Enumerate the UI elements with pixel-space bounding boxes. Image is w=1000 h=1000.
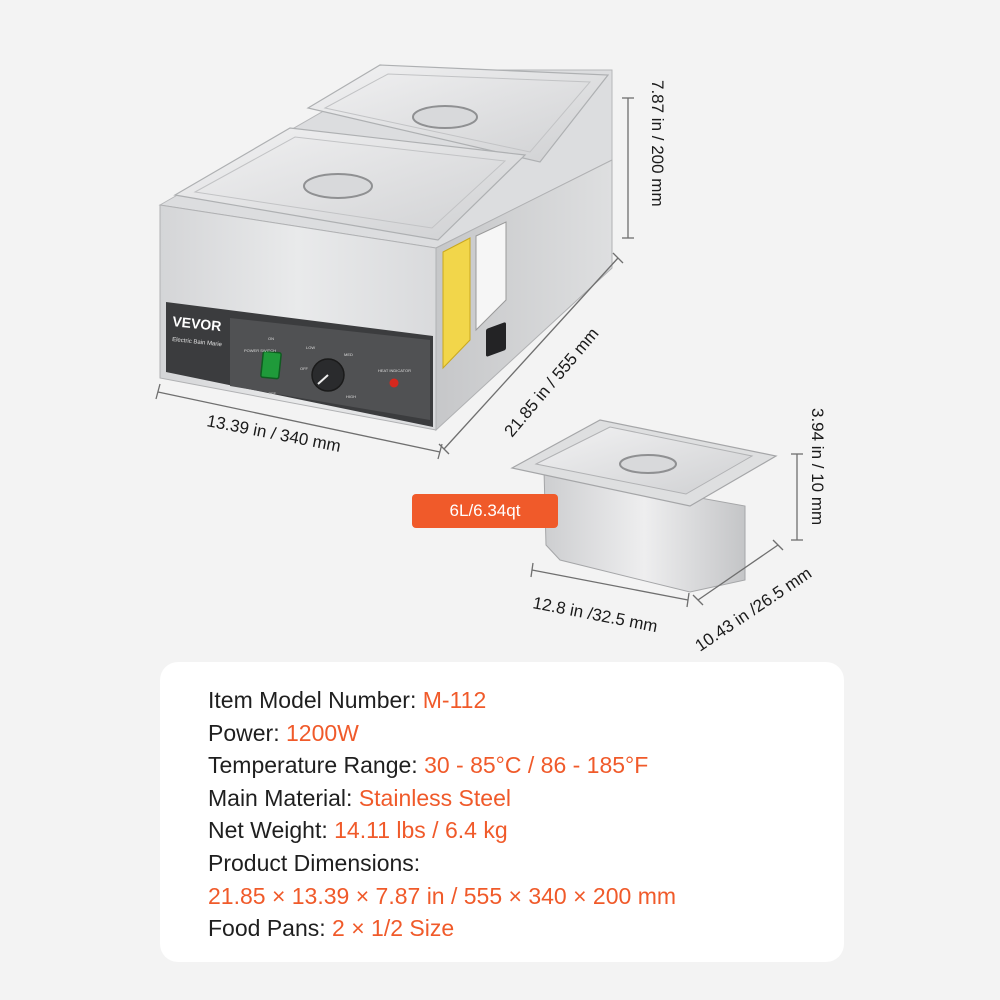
knob-med-label: MED [344, 352, 353, 357]
spec-row-power: Power: 1200W [208, 717, 676, 750]
spec-value: Stainless Steel [358, 784, 511, 811]
knob-high-label: HIGH [346, 394, 356, 399]
spec-sticker [475, 221, 507, 332]
spec-row-material: Main Material: Stainless Steel [208, 782, 676, 815]
spec-value: 1200W [285, 719, 359, 746]
knob-off-label: OFF [300, 366, 309, 371]
power-switch-off-label: OFF [268, 391, 277, 396]
width-dimension-label: 13.39 in / 340 mm [205, 411, 342, 456]
food-pan [510, 419, 778, 593]
product-illustration: VEVOR Electric Bain Marie POWER SWITCH O… [155, 64, 827, 655]
front-lid-inner [193, 136, 507, 229]
spec-label: Temperature Range: [208, 752, 425, 779]
pan-length-dimension-label: 12.8 in /32.5 mm [531, 593, 659, 636]
back-lid-inner [323, 73, 592, 153]
spec-label: Main Material: [208, 784, 359, 811]
height-dimension-label: 7.87 in / 200 mm [648, 80, 667, 207]
spec-label: Product Dimensions: [208, 849, 421, 876]
brand-logo: VEVOR [172, 313, 222, 334]
dimension-lines [155, 97, 634, 460]
front-lid-handle [303, 173, 373, 199]
pan-lid-handle [619, 454, 677, 474]
pan-height-dimension-label: 3.94 in / 10 mm [808, 408, 827, 525]
power-switch-on-label: ON [268, 336, 274, 341]
temperature-knob-pointer [317, 374, 329, 385]
spec-label: Power: [208, 719, 286, 746]
spec-value: 14.11 lbs / 6.4 kg [334, 817, 508, 844]
spec-value: 30 - 85°C / 86 - 185°F [424, 752, 649, 779]
spec-value: M-112 [422, 687, 487, 713]
spec-card: Item Model Number: M-112 Power: 1200W Te… [160, 662, 844, 962]
spec-row-weight: Net Weight: 14.11 lbs / 6.4 kg [208, 814, 676, 847]
spec-row-temperature: Temperature Range: 30 - 85°C / 86 - 185°… [208, 749, 676, 782]
caution-sticker [442, 237, 471, 370]
spec-list: Item Model Number: M-112 Power: 1200W Te… [208, 684, 676, 945]
spec-value: 2 × 1/2 Size [332, 915, 455, 942]
bain-marie-unit: VEVOR Electric Bain Marie POWER SWITCH O… [158, 64, 613, 432]
power-switch-label: POWER SWITCH [244, 348, 276, 353]
spec-label: Net Weight: [208, 817, 335, 844]
back-lid-handle [412, 105, 478, 129]
capacity-badge: 6L/6.34qt [412, 494, 558, 528]
knob-low-label: LOW [306, 345, 315, 350]
spec-label: Item Model Number: [208, 687, 423, 713]
product-name-label: Electric Bain Marie [172, 337, 223, 348]
spec-row-food-pans: Food Pans: 2 × 1/2 Size [208, 912, 676, 945]
spec-value: 21.85 × 13.39 × 7.87 in / 555 × 340 × 20… [208, 882, 677, 909]
spec-row-model: Item Model Number: M-112 [208, 684, 676, 717]
heat-indicator-label: HEAT INDICATOR [378, 368, 411, 373]
spec-label: Food Pans: [208, 915, 333, 942]
power-socket [486, 322, 506, 357]
spec-row-dimensions: Product Dimensions: 21.85 × 13.39 × 7.87 … [208, 847, 676, 912]
heat-indicator-light [389, 378, 399, 388]
power-switch[interactable] [260, 350, 282, 380]
pan-dimension-lines [530, 453, 803, 608]
